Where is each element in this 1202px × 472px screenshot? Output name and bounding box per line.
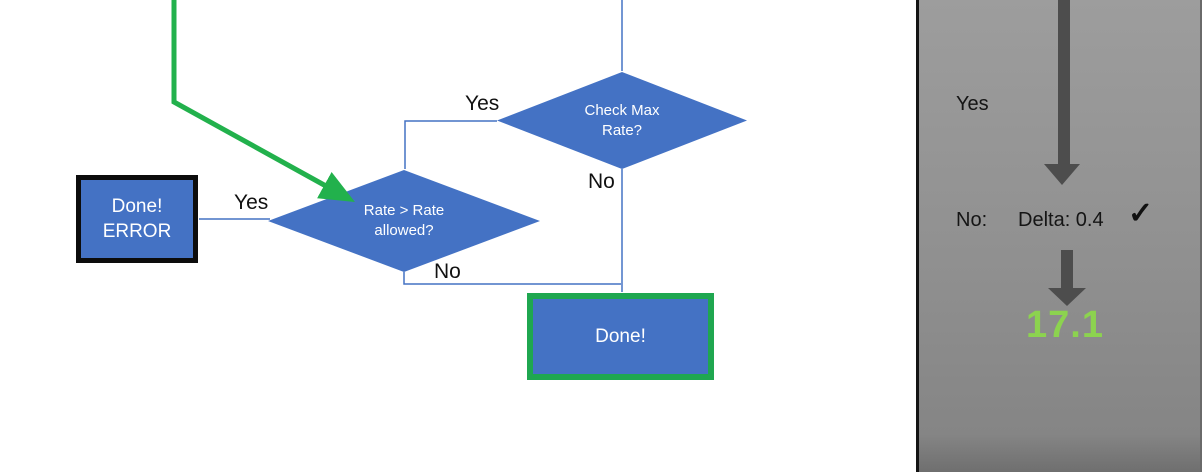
connector-checkmax-yes xyxy=(404,120,497,169)
panel-small-down-arrow xyxy=(1048,250,1086,306)
decision-check-max-rate-line2: Rate? xyxy=(601,121,643,139)
decision-rate-allowed-line2: allowed? xyxy=(374,222,434,239)
terminal-done-label: Done! xyxy=(595,326,646,347)
terminal-done-error-line1: Done! xyxy=(111,196,163,217)
panel-yes-label: Yes xyxy=(956,93,989,115)
panel-result-value: 17.1 xyxy=(1026,304,1104,346)
panel-big-down-arrow xyxy=(1044,0,1080,185)
terminal-done-error: Done! ERROR xyxy=(76,175,198,263)
panel-delta-label: Delta: 0.4 xyxy=(1018,209,1104,231)
check-icon: ✓ xyxy=(1128,197,1154,230)
terminal-done-error-line2: ERROR xyxy=(102,221,172,242)
label-checkmax-yes: Yes xyxy=(465,92,500,115)
panel-no-label: No: xyxy=(956,209,988,231)
decision-rate-allowed-line1: Rate > Rate xyxy=(363,202,445,219)
label-checkmax-no: No xyxy=(588,170,615,193)
decision-check-max-rate-line1: Check Max xyxy=(584,101,660,119)
label-rateallowed-yes: Yes xyxy=(234,191,269,214)
label-rateallowed-no: No xyxy=(434,260,461,283)
connector-rateallowed-no xyxy=(403,272,621,285)
terminal-done: Done! xyxy=(527,293,714,380)
